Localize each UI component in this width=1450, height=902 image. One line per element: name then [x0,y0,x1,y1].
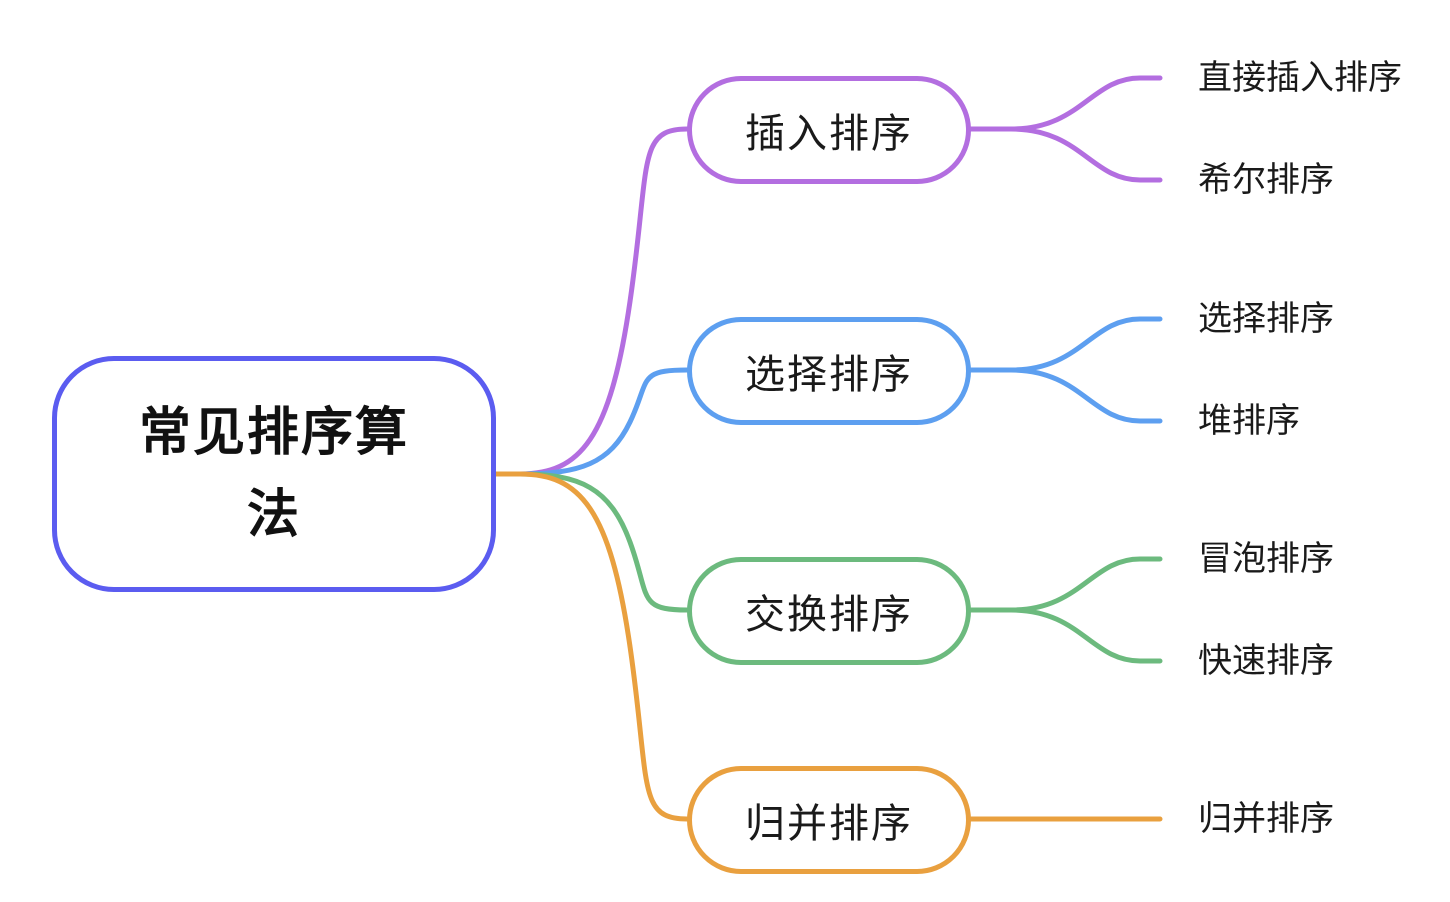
leaf-connector [968,367,1163,424]
branch-node-insertion-sort[interactable]: 插入排序 [687,76,971,184]
leaf-connector [968,556,1163,613]
leaf-connector [968,607,1163,664]
root-node[interactable]: 常见排序算法 [52,356,496,592]
root-connector [493,471,690,822]
branch-node-selection-sort[interactable]: 选择排序 [687,317,971,425]
leaf-heap-sort[interactable]: 堆排序 [1198,401,1300,441]
branch-node-exchange-sort[interactable]: 交换排序 [687,557,971,665]
root-label: 常见排序算法 [138,403,409,545]
leaf-shell-sort[interactable]: 希尔排序 [1198,160,1334,200]
root-connector [493,126,690,477]
leaf-connector [968,316,1163,373]
branch-label: 交换排序 [745,592,913,638]
branch-label: 插入排序 [745,111,913,157]
branch-label: 选择排序 [745,352,913,398]
branch-label: 归并排序 [745,801,913,847]
leaf-bubble-sort[interactable]: 冒泡排序 [1198,539,1334,579]
root-connector [493,471,690,613]
root-connector [493,367,690,477]
leaf-connector [968,75,1163,132]
leaf-merge-sort[interactable]: 归并排序 [1198,799,1334,839]
leaf-straight-insertion-sort[interactable]: 直接插入排序 [1198,58,1402,98]
leaf-connector [968,126,1163,183]
branch-node-merge-sort[interactable]: 归并排序 [687,766,971,874]
leaf-selection-sort[interactable]: 选择排序 [1198,299,1334,339]
leaf-quick-sort[interactable]: 快速排序 [1198,641,1334,681]
